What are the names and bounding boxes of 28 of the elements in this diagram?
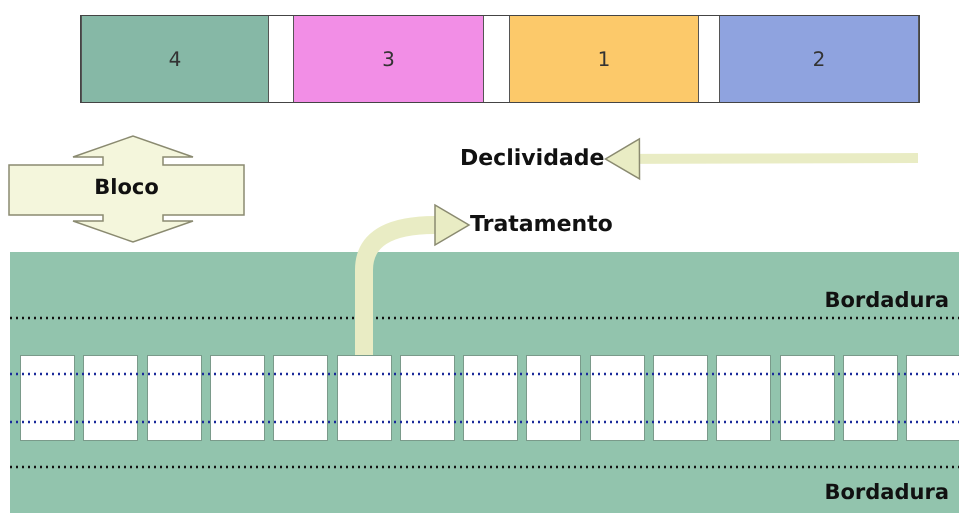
block-arrow — [355, 204, 470, 355]
plot-cell — [653, 355, 708, 441]
plot-cell — [400, 355, 455, 441]
field-area — [10, 252, 959, 513]
plot-cell — [83, 355, 138, 441]
plot-cell — [273, 355, 328, 441]
plot-cell — [463, 355, 518, 441]
plot-cell — [336, 355, 392, 441]
treatment-label: Tratamento — [470, 208, 613, 242]
plot-cell — [716, 355, 772, 441]
plot-box: 4 — [81, 16, 269, 102]
plot-box: 3 — [293, 16, 484, 102]
plot-cell — [146, 355, 202, 441]
plot-box: 1 — [509, 16, 699, 102]
plot-cell — [526, 355, 582, 441]
plot-cell — [210, 355, 265, 441]
plot-box: 2 — [719, 16, 919, 102]
block-arrow — [604, 138, 918, 180]
plot-cell — [906, 355, 959, 441]
plot-strip — [80, 15, 920, 103]
plot-cell — [780, 355, 835, 441]
block-label: Bloco — [93, 175, 160, 199]
plot-cell — [20, 355, 75, 441]
slope-label: Declividade — [460, 143, 604, 175]
plot-cell — [842, 355, 898, 441]
border-label: Bordadura — [824, 480, 949, 504]
border-label: Bordadura — [824, 288, 949, 312]
plot-cell — [590, 355, 645, 441]
